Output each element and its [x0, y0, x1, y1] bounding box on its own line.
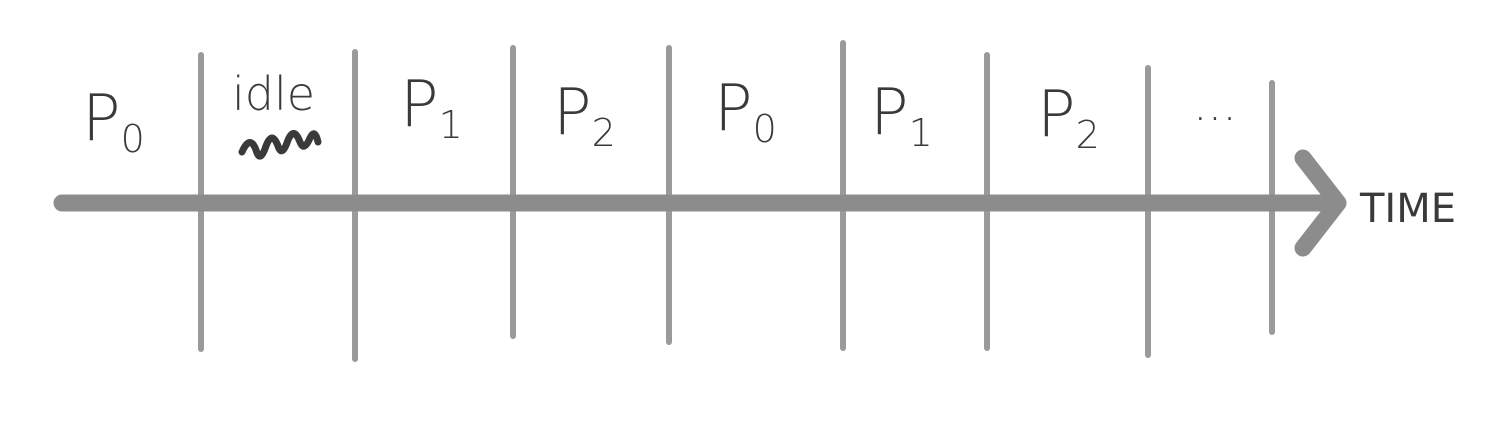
- segment-label-p1-b: P1: [870, 76, 933, 155]
- segment-label-p2-b: P2: [1037, 78, 1100, 157]
- segment-label-more: ...: [1193, 77, 1237, 131]
- segment-label-idle: idle: [232, 67, 315, 121]
- segment-label-p2-a: P2: [553, 76, 616, 155]
- segment-labels: P0 idle P1 P2 P0 P1 P2 ...: [82, 67, 1237, 161]
- time-axis: [53, 149, 1347, 257]
- segment-label-p0-a: P0: [82, 82, 145, 161]
- segment-label-p1-a: P1: [400, 68, 463, 147]
- segment-label-p0-b: P0: [714, 72, 777, 151]
- time-axis-label: TIME: [1359, 186, 1456, 232]
- idle-scribble-icon: [238, 130, 322, 160]
- time-axis-arrowhead-icon: [1294, 149, 1347, 257]
